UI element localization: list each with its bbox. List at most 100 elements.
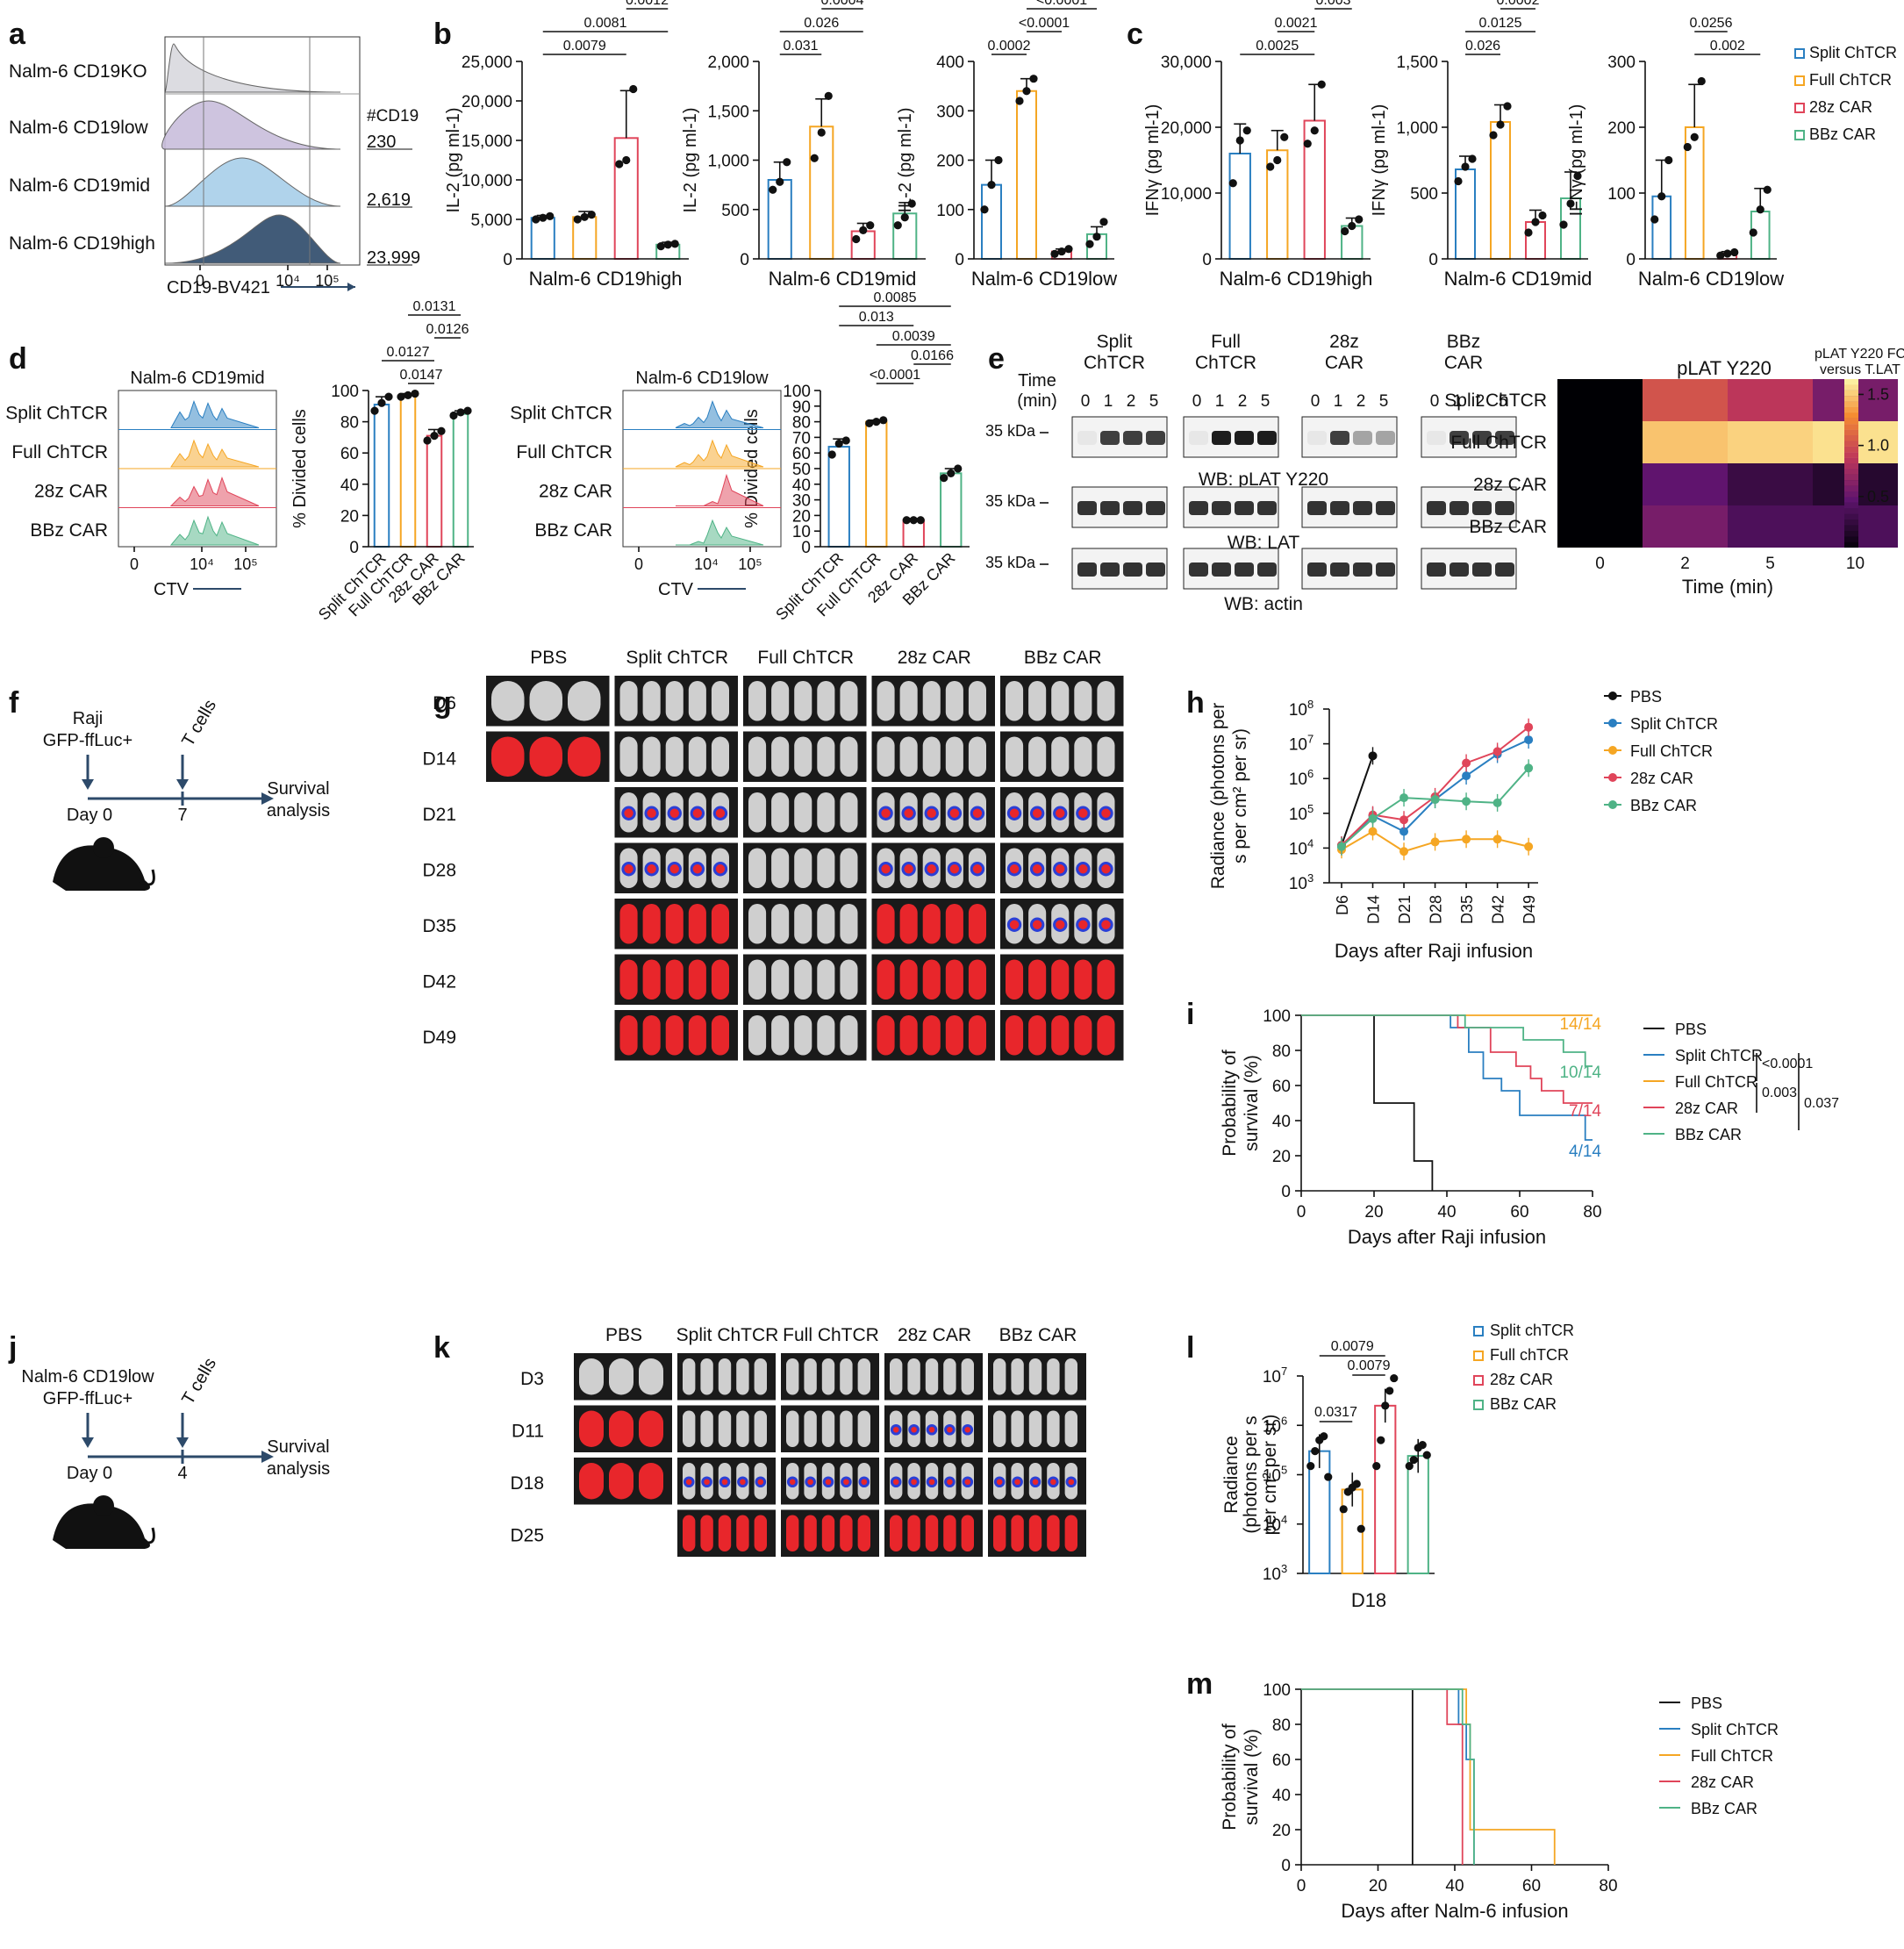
colorbar-segment	[1844, 441, 1858, 447]
bar-1	[865, 420, 888, 548]
y-tick-exponent: 8	[1307, 698, 1313, 711]
histogram-2	[164, 157, 341, 207]
colorbar-segment	[1844, 519, 1858, 526]
y-tick-label: 100	[331, 383, 359, 401]
mouse-image	[899, 681, 918, 721]
legend-marker	[1608, 719, 1617, 727]
scale-title: pLAT Y220 FC	[1815, 347, 1904, 362]
mouse-image	[771, 792, 790, 833]
mouse-image	[1011, 1358, 1024, 1395]
wb-label: WB: actin	[1224, 594, 1303, 614]
y-tick-label: 0	[740, 251, 749, 269]
data-point	[987, 181, 996, 190]
bar-1	[1490, 121, 1511, 260]
x-tick-label: 10⁵	[233, 555, 257, 573]
x-axis-label: Days after Nalm-6 infusion	[1341, 1900, 1568, 1922]
heatmap-cell	[1643, 379, 1728, 421]
data-point	[841, 436, 850, 445]
data-point	[1390, 1373, 1399, 1383]
data-point	[1756, 205, 1764, 214]
y-tick-label: 1,500	[1396, 54, 1438, 72]
blot-band	[1472, 562, 1492, 577]
blot-band	[1472, 501, 1492, 515]
mouse-image	[945, 681, 963, 721]
heatmap-cell	[1728, 505, 1813, 548]
pvalue-label: 0.0125	[1479, 16, 1522, 31]
mouse-image	[786, 1358, 799, 1395]
blot-band	[1257, 501, 1277, 515]
data-point	[866, 221, 875, 230]
bar-1	[1016, 90, 1037, 260]
data-point	[1092, 233, 1101, 241]
tumor-signal	[962, 1423, 974, 1436]
y-tick-label: 0	[955, 251, 964, 269]
y-axis-label: survival (%)	[1242, 1729, 1262, 1825]
mouse-image	[1047, 1358, 1060, 1395]
data-point	[573, 215, 582, 224]
sample-label: Full ChTCR	[11, 442, 108, 462]
group-label: ChTCR	[1195, 353, 1256, 373]
mouse-image	[925, 1358, 939, 1395]
column-label: Split ChTCR	[626, 648, 728, 668]
panel-letter-f: f	[9, 686, 19, 720]
colorbar-segment	[1844, 474, 1858, 481]
mouse-image	[899, 904, 918, 944]
series-point	[1368, 813, 1378, 823]
blot-band	[1123, 431, 1142, 445]
colorbar-segment	[1844, 513, 1858, 520]
tumor-signal	[970, 862, 985, 877]
time-tick: 5	[1499, 392, 1508, 411]
y-tick-label: 107	[1289, 733, 1313, 755]
x-axis-label: Nalm-6 CD19low	[971, 268, 1117, 290]
blot-band	[1257, 562, 1277, 577]
y-tick-label: 300	[936, 103, 964, 121]
panel-letter-l: l	[1186, 1331, 1194, 1365]
mouse-image	[1074, 959, 1092, 1000]
time-tick: 1	[1334, 392, 1343, 411]
legend-swatch	[1794, 130, 1805, 140]
mouse-image	[877, 1015, 895, 1056]
legend-swatch	[1473, 1351, 1484, 1361]
mouse-image	[821, 1410, 835, 1447]
day-row-label: D3	[520, 1369, 544, 1389]
mouse-image	[993, 1515, 1006, 1551]
y-tick-label: 103	[1289, 871, 1313, 893]
group-label: CAR	[1325, 353, 1364, 373]
y-tick-label: 20	[792, 507, 811, 526]
y-tick-label: 0	[1281, 1857, 1291, 1875]
sample-label: Full ChTCR	[516, 442, 612, 462]
sample-label: Nalm-6 CD19low	[9, 118, 149, 138]
mouse-image	[922, 959, 941, 1000]
tumor-signal	[822, 1476, 834, 1488]
time-tick: 2	[1238, 392, 1248, 411]
data-point	[907, 199, 916, 208]
mouse-image	[899, 959, 918, 1000]
mouse-ear-icon	[93, 1495, 114, 1516]
mouse-image	[817, 904, 835, 944]
mouse-image	[804, 1515, 817, 1551]
mouse-image	[899, 736, 918, 777]
mouse-image	[968, 681, 986, 721]
mouse-image	[1028, 1358, 1042, 1395]
mouse-image	[568, 681, 601, 721]
y-axis-label: IL-2 (pg ml-1)	[681, 107, 700, 212]
colorbar-tick-label: 1.5	[1867, 385, 1889, 403]
legend-swatch	[1794, 103, 1805, 113]
pvalue-label: <0.0001	[1762, 1057, 1813, 1071]
heatmap-cell	[1557, 505, 1643, 548]
legend-label: PBS	[1691, 1695, 1722, 1712]
tumor-signal	[1076, 806, 1091, 820]
y-tick-label: 10,000	[1161, 185, 1212, 204]
series-point	[1337, 842, 1346, 851]
pvalue-label: 0.0147	[400, 368, 443, 383]
tumor-signal	[712, 806, 728, 820]
tumor-signal	[993, 1476, 1006, 1488]
time-unit-label: (min)	[1017, 391, 1057, 411]
mouse-image	[748, 848, 767, 888]
blot-band	[1189, 431, 1208, 445]
colorbar-segment	[1844, 379, 1858, 385]
sample-label: 28z CAR	[539, 482, 612, 502]
panel-letter-i: i	[1186, 998, 1194, 1031]
blot-band	[1376, 562, 1395, 577]
data-point	[1683, 142, 1692, 152]
